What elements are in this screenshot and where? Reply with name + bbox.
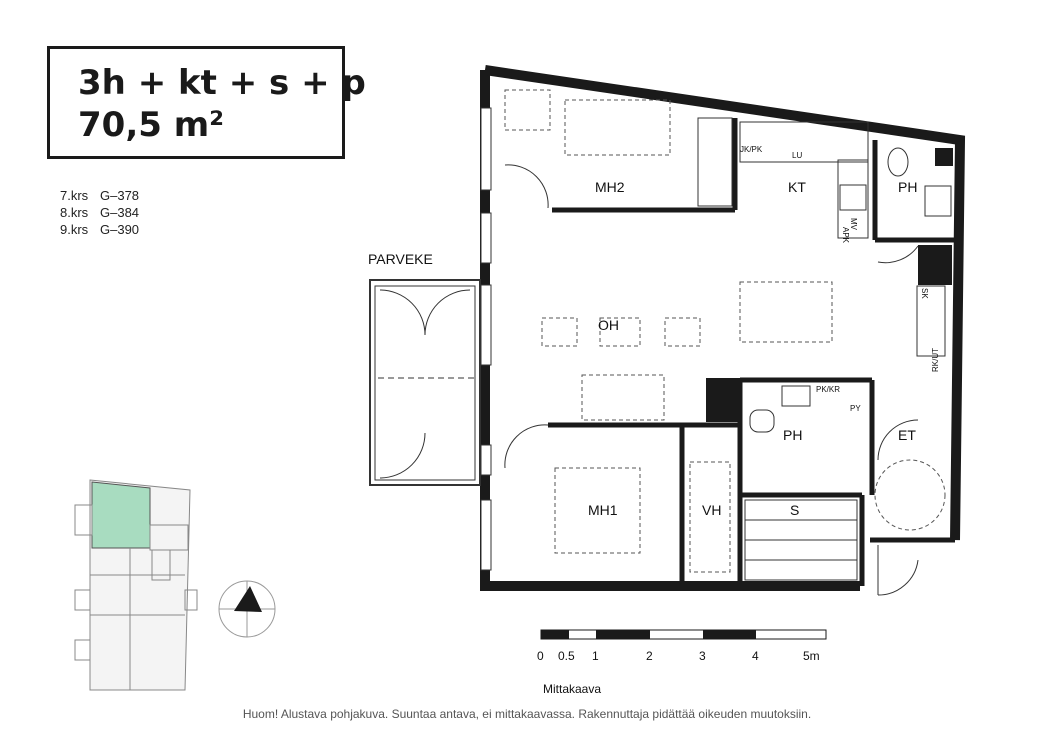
room-ph2: PH	[783, 427, 802, 443]
room-oh: OH	[598, 317, 619, 333]
room-s: S	[790, 502, 799, 518]
shaft-3	[935, 148, 953, 166]
disclaimer: Huom! Alustava pohjakuva. Suuntaa antava…	[242, 707, 812, 721]
apartment-area: 70,5 m²	[78, 105, 225, 145]
scale-tick-4: 4	[752, 649, 759, 663]
fixture-lu: LU	[792, 151, 802, 160]
room-parveke: PARVEKE	[368, 251, 433, 267]
apartment-type: 3h + kt + s + p	[78, 63, 366, 103]
balcony	[369, 279, 481, 486]
scale-tick-5m: 5m	[803, 649, 820, 663]
sauna-bench	[744, 499, 858, 581]
furniture	[504, 89, 946, 573]
scale-bar: 0 0.5 1 2 3 4 5m Mittakaava	[537, 629, 827, 696]
north-compass	[218, 580, 276, 638]
bath-fixtures	[749, 147, 952, 433]
north-arrow-icon	[234, 586, 262, 612]
door-swings	[504, 164, 919, 596]
scale-tick-2: 2	[646, 649, 653, 663]
room-ph1: PH	[898, 179, 917, 195]
apartment-highlight	[91, 481, 151, 549]
fixture-sk: SK	[920, 288, 929, 299]
room-mh2: MH2	[595, 179, 625, 195]
outer-walls	[480, 65, 966, 591]
fixture-jkpk: JK/PK	[740, 145, 763, 154]
scale-tick-05: 0.5	[558, 649, 575, 663]
room-kt: KT	[788, 179, 806, 195]
scale-label: Mittakaava	[543, 682, 601, 696]
scale-tick-3: 3	[699, 649, 706, 663]
fixture-apk: APK	[841, 227, 850, 244]
room-et: ET	[898, 427, 916, 443]
interior-walls	[548, 118, 955, 586]
shaft-2	[918, 245, 952, 285]
scale-tick-1: 1	[592, 649, 599, 663]
fixture-py: PY	[850, 404, 861, 413]
scale-tick-0: 0	[537, 649, 544, 663]
fixture-pkkr: PK/KR	[816, 385, 840, 394]
room-mh1: MH1	[588, 502, 618, 518]
shaft	[706, 378, 742, 422]
apartment-title-box: 3h + kt + s + p 70,5 m²	[47, 46, 366, 159]
fixture-mv: MV	[849, 218, 858, 231]
building-key-plan	[74, 479, 198, 691]
room-vh: VH	[702, 502, 721, 518]
left-windows	[480, 107, 492, 571]
fixture-rkut: RK/UT	[931, 348, 940, 372]
kitchen-counter	[697, 117, 869, 239]
